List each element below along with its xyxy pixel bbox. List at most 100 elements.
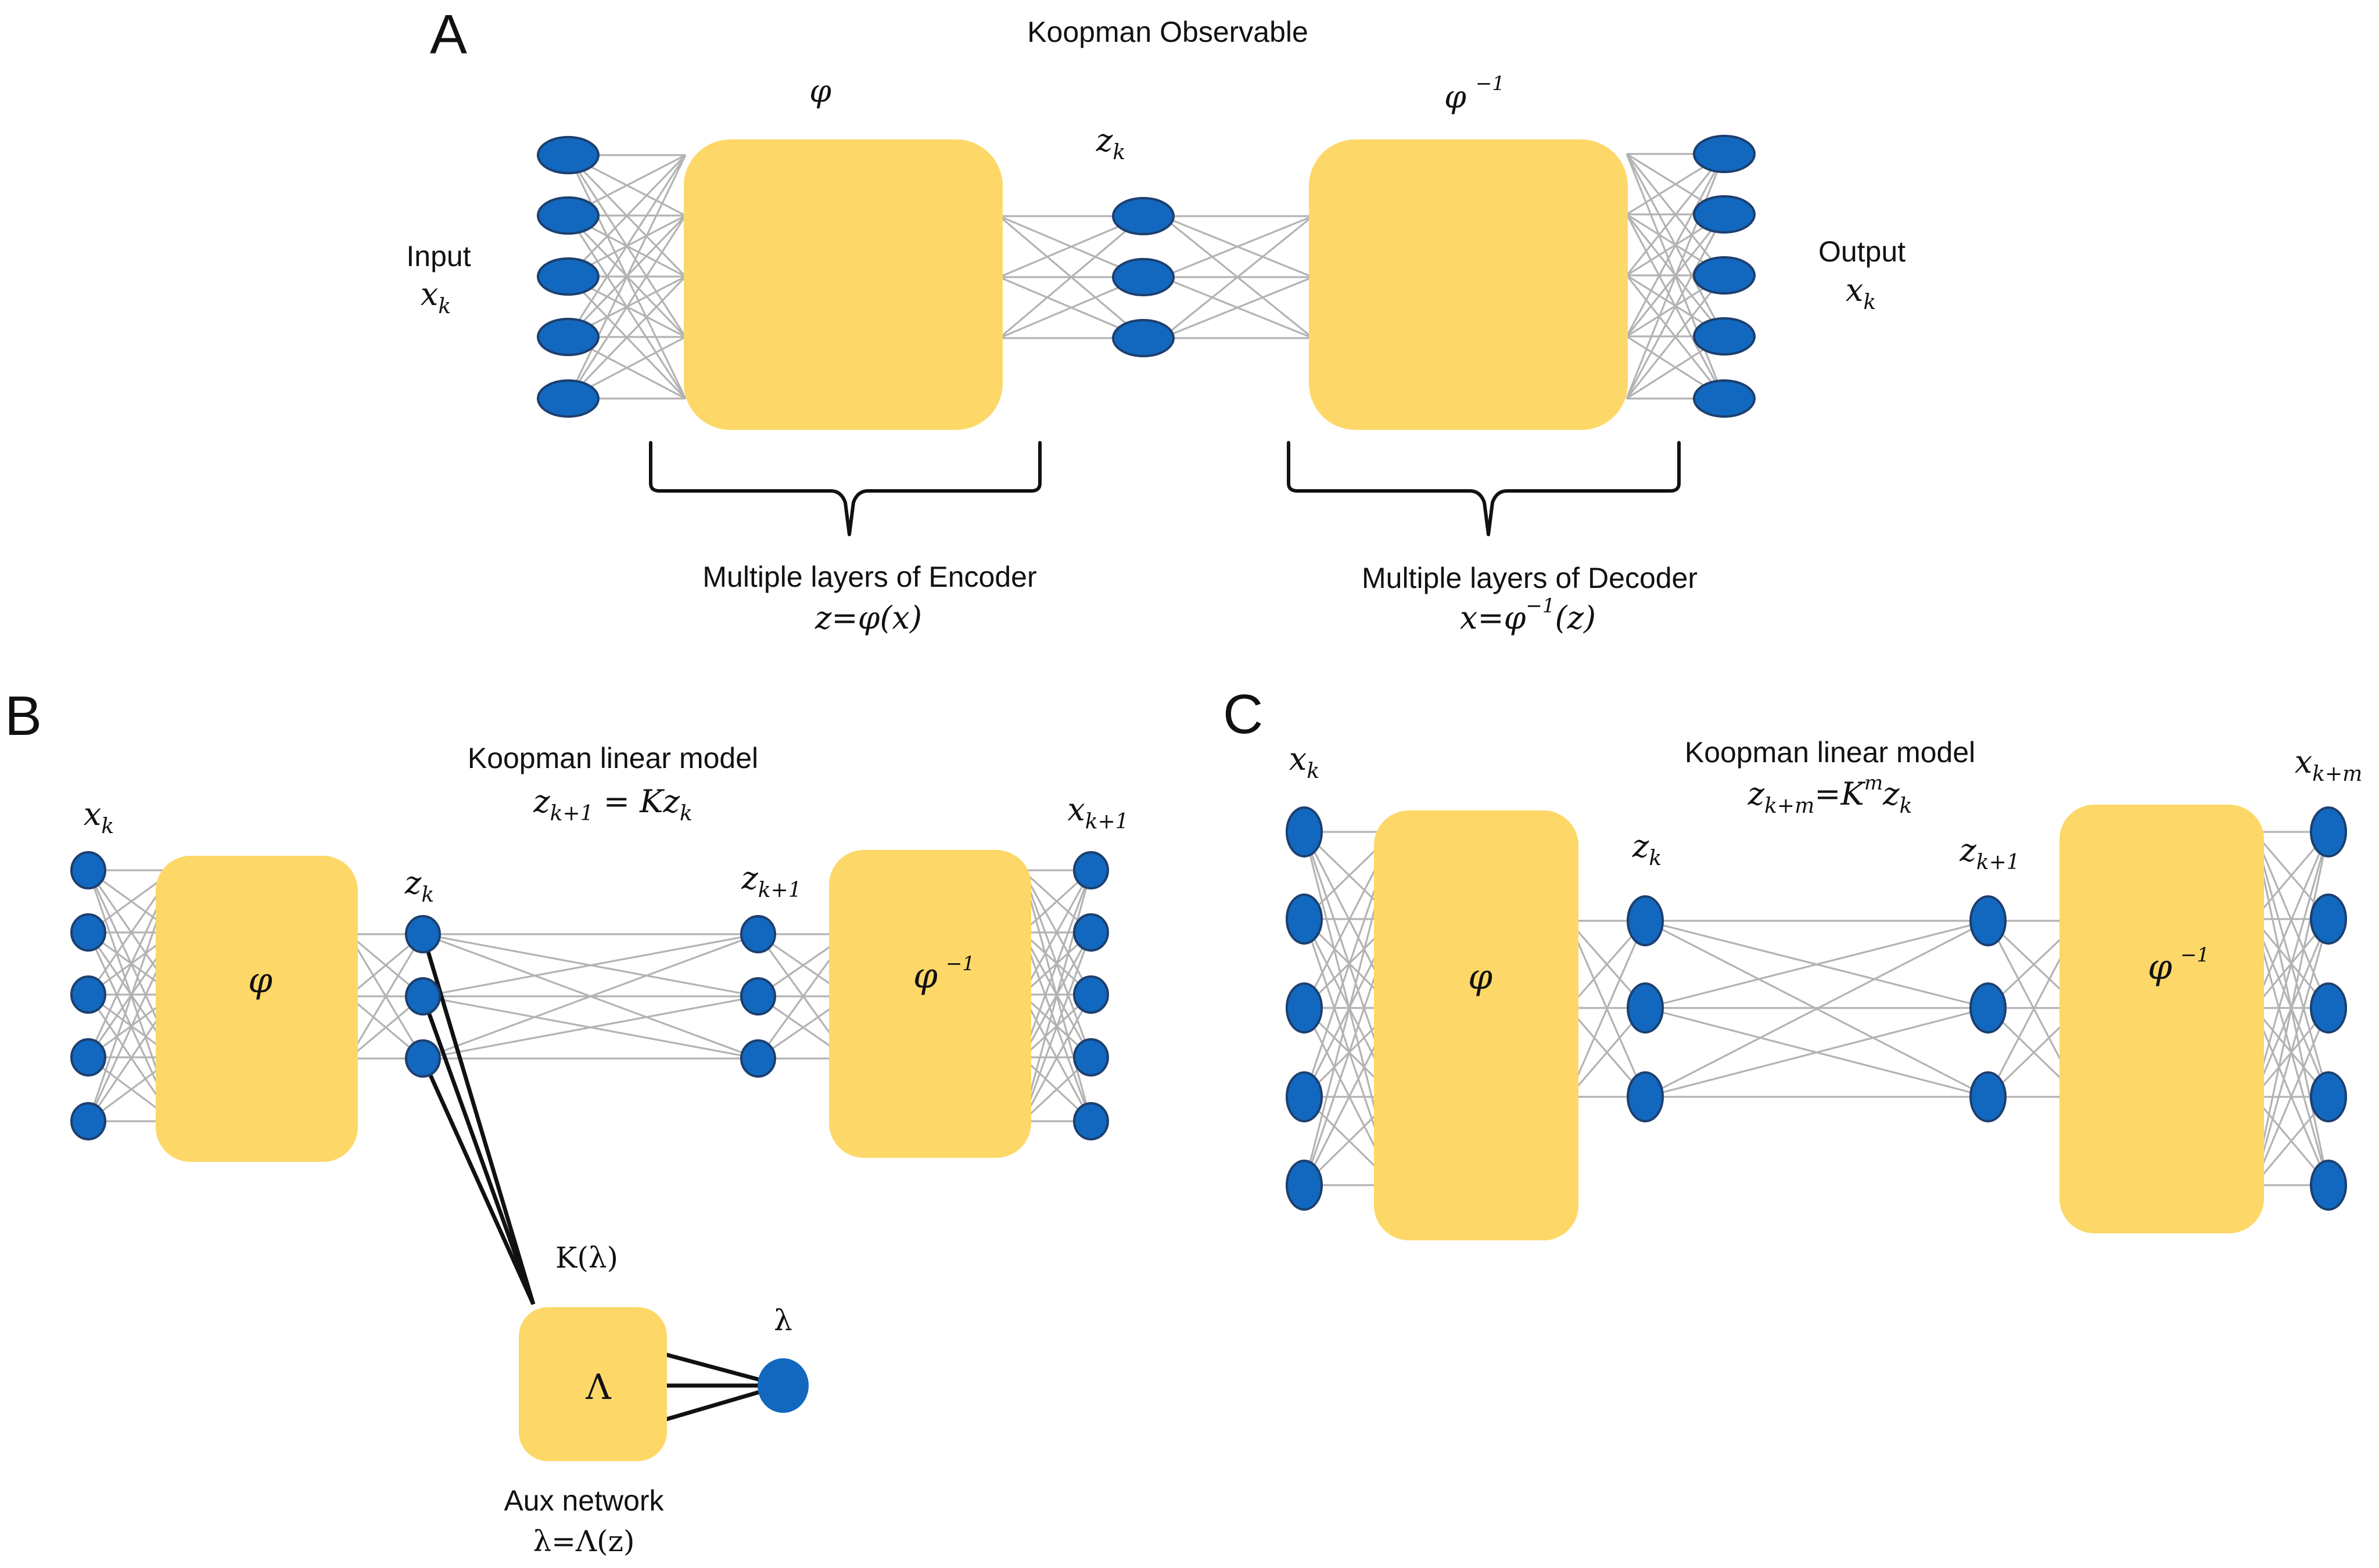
- panel-a-output-label: Output: [1818, 235, 1906, 268]
- panel-b-input-node-4: [70, 1038, 106, 1077]
- panel-b-koopman-edge: [422, 995, 759, 1060]
- panel-a-output-var: xk: [1846, 272, 1876, 314]
- panel-b-koopman-edge: [422, 933, 759, 1060]
- panel-a-decoder-equation: x=φ−1(z): [1460, 594, 1596, 636]
- panel-c-output-node-3: [2310, 982, 2347, 1034]
- panel-b: B Koopman linear model zk+1 = Kzk xk zk …: [5, 685, 1129, 1558]
- panel-b-aux-block: [519, 1307, 667, 1461]
- panel-b-input-node-1: [70, 851, 106, 889]
- panel-a-input-edge: [567, 155, 687, 399]
- panel-b-k-lambda-edge: [421, 995, 536, 1305]
- panel-c-output-var: xk+m: [2295, 744, 2363, 786]
- panel-c-output-edge: [2253, 1007, 2330, 1186]
- panel-a-output-edge: [1626, 153, 1725, 277]
- panel-b-input-node-5: [70, 1102, 106, 1140]
- panel-b-k-lambda-edge: [421, 1057, 536, 1305]
- panel-a-encoder-caption: Multiple layers of Encoder: [702, 561, 1036, 593]
- panel-b-aux-caption: Aux network: [504, 1484, 664, 1517]
- panel-b-aux-symbol: Λ: [585, 1367, 611, 1408]
- panel-c-latent2-node-3: [1969, 1071, 2007, 1122]
- panel-b-latent2-node-3: [740, 1039, 776, 1078]
- panel-a-output-edge: [1626, 153, 1725, 399]
- panel-a-output-node-1: [1693, 135, 1756, 173]
- panel-a-input-node-4: [537, 318, 600, 356]
- panel-b-output-node-4: [1073, 1038, 1109, 1077]
- panel-b-output-node-2: [1073, 913, 1109, 952]
- panel-b-output-node-5: [1073, 1102, 1109, 1140]
- panel-a-input-node-3: [537, 257, 600, 296]
- panel-a-decoder-caption: Multiple layers of Decoder: [1362, 562, 1698, 594]
- panel-a-input-edge: [567, 154, 687, 278]
- panel-a-encoder-block: [684, 139, 1003, 430]
- panel-a-output-edge: [1626, 153, 1725, 337]
- panel-b-aux-equation: λ=Λ(z): [533, 1524, 634, 1558]
- panel-c-latent2-node-2: [1969, 982, 2007, 1034]
- panel-c-equation: zk+m=Kmzk: [1748, 772, 1912, 818]
- panel-c-title: Koopman linear model: [1685, 736, 1975, 769]
- panel-a-output-edge: [1626, 275, 1725, 399]
- neuron-nodes: [70, 135, 2347, 1413]
- panel-a: A Koopman Observable φ φ−1 zk Input xk O…: [406, 3, 1906, 636]
- panel-b-koopman-edge: [422, 933, 759, 998]
- panel-b-letter: B: [5, 685, 42, 747]
- panel-a-letter: A: [430, 3, 467, 66]
- panel-b-encoder-edge: [347, 934, 424, 1059]
- panel-a-latent-node-3: [1112, 319, 1175, 357]
- panel-c-output-node-1: [2310, 806, 2347, 857]
- panel-a-encoder-symbol: φ: [809, 73, 831, 109]
- panel-a-input-label: Input: [406, 240, 471, 272]
- panel-a-decoder-symbol: φ−1: [1444, 72, 1505, 115]
- panel-c-latent2-label: zk+1: [1959, 832, 2019, 874]
- panel-b-output-edge: [1021, 932, 1092, 1122]
- panel-c-output-edge: [2253, 918, 2330, 1186]
- panel-a-decoder-brace: [1287, 441, 1681, 536]
- panel-c-latent2-node-1: [1969, 895, 2007, 946]
- panel-a-latent-node-1: [1112, 197, 1175, 235]
- panel-c-input-var: xk: [1289, 741, 1319, 783]
- panel-b-output-edge: [1021, 870, 1092, 1122]
- panel-c-input-node-4: [1286, 1071, 1323, 1122]
- panel-b-lambda-node: [758, 1358, 809, 1413]
- panel-c-input-node-3: [1286, 982, 1323, 1034]
- panel-a-encoder-brace: [649, 441, 1042, 536]
- panel-a-input-edge: [567, 215, 687, 399]
- panel-c-output-node-5: [2310, 1160, 2347, 1211]
- panel-b-latent1-node-1: [405, 915, 441, 953]
- panel-b-input-node-2: [70, 913, 106, 952]
- panel-a-decoder-edge: [1161, 215, 1314, 278]
- panel-a-input-edge: [567, 155, 687, 338]
- panel-b-k-lambda: K(λ): [555, 1241, 618, 1275]
- panel-a-output-edge: [1626, 214, 1725, 399]
- panel-c-input-node-2: [1286, 894, 1323, 945]
- panel-b-lambda-label: λ: [774, 1304, 792, 1337]
- panel-c-input-node-5: [1286, 1160, 1323, 1211]
- panel-c-latent1-node-2: [1627, 982, 1664, 1034]
- panel-a-input-var: xk: [421, 276, 451, 318]
- panel-a-output-node-5: [1693, 379, 1756, 418]
- panel-c-output-node-4: [2310, 1071, 2347, 1122]
- panel-b-input-var: xk: [84, 796, 114, 838]
- panel-b-latent2-node-2: [740, 977, 776, 1016]
- panel-c-encoder-symbol: φ: [1468, 957, 1492, 998]
- panel-a-encoder-equation: z=φ(x): [814, 600, 922, 636]
- panel-a-input-node-1: [537, 136, 600, 174]
- panel-c-koopman-edge: [1645, 920, 1989, 1098]
- panel-c-letter: C: [1223, 683, 1263, 745]
- panel-a-decoder-edge: [1161, 215, 1314, 339]
- panel-b-output-node-1: [1073, 851, 1109, 889]
- panel-a-input-edge: [567, 275, 687, 400]
- panel-c-output-edge: [2253, 831, 2330, 1186]
- panel-c: C Koopman linear model zk+m=Kmzk xk zk z…: [1223, 683, 2362, 998]
- panel-c-decoder-block: [2059, 805, 2264, 1233]
- panel-a-decoder-block: [1309, 139, 1628, 430]
- panel-a-encoder-edge: [998, 215, 1144, 339]
- panel-b-output-node-3: [1073, 975, 1109, 1014]
- panel-b-output-var: xk+1: [1067, 791, 1128, 834]
- panel-a-input-node-2: [537, 196, 600, 235]
- panel-a-latent-node-2: [1112, 258, 1175, 296]
- panel-b-latent1-label: zk: [404, 864, 434, 907]
- panel-b-latent2-node-1: [740, 915, 776, 953]
- panel-b-latent1-node-3: [405, 1039, 441, 1078]
- panel-b-decoder-block: [829, 850, 1031, 1158]
